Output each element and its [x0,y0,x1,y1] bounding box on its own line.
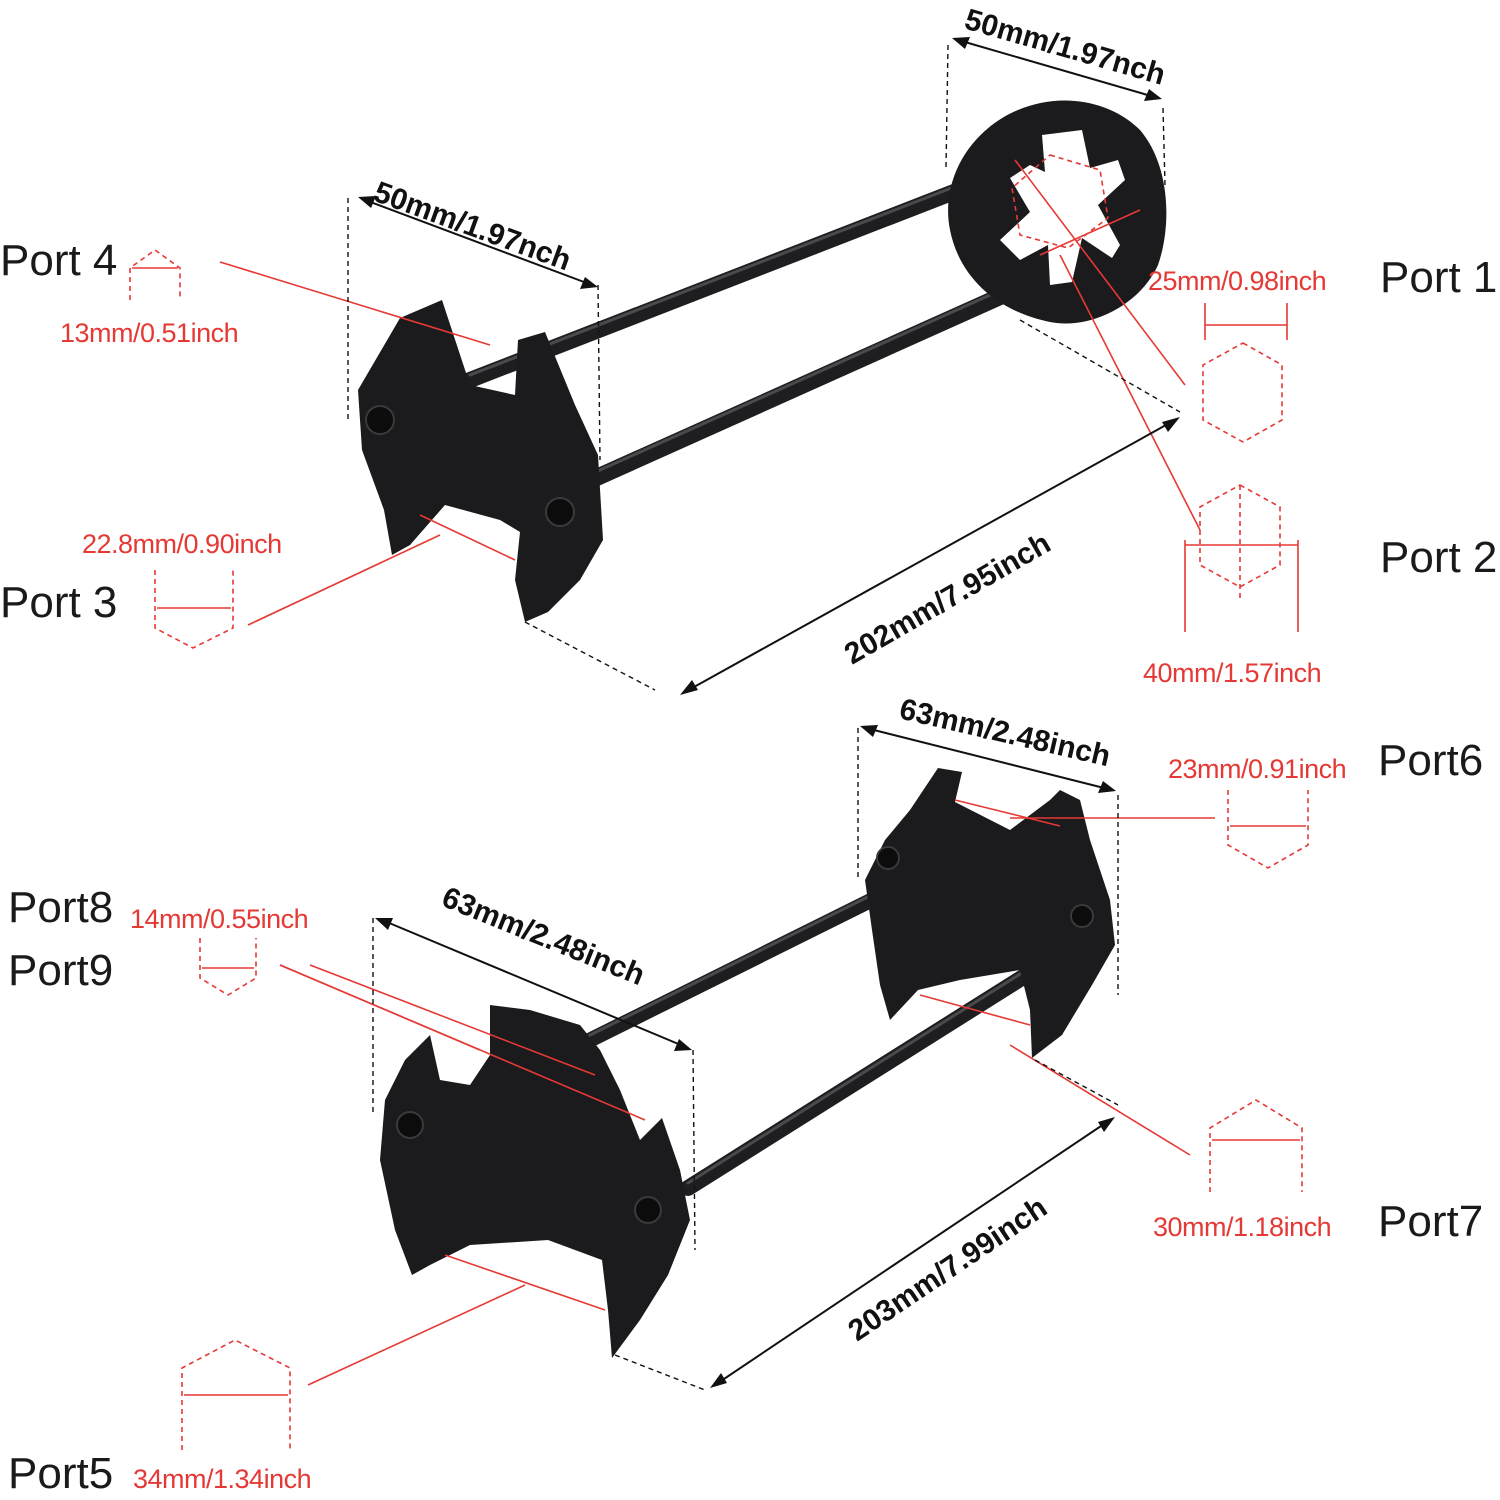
top-rod-upper [462,170,998,388]
port2-size: 40mm/1.57inch [1143,658,1321,688]
port7-size: 30mm/1.18inch [1153,1212,1331,1242]
port2-hex-icon [1184,484,1299,632]
port8-size: 14mm/0.55inch [130,904,308,934]
top-width-right-label: 50mm/1.97nch [961,3,1169,92]
bottom-wrench-tool [279,768,1215,1386]
port1-size: 25mm/0.98inch [1148,266,1326,296]
bottom-width-right-label: 63mm/2.48inch [896,693,1113,774]
top-head-bolt-left [365,405,395,435]
bottom-width-left-label: 63mm/2.48inch [437,881,649,992]
port5-size: 34mm/1.34inch [133,1464,311,1494]
top-length-label: 202mm/7.95inch [839,527,1056,671]
port7-label: Port7 [1378,1197,1483,1246]
port8-label: Port8 [8,883,113,932]
port6-label: Port6 [1378,736,1483,785]
bottom-back-head [865,768,1115,1058]
top-dimension-lines [347,37,1181,695]
bottom-length-label: 203mm/7.99inch [842,1191,1053,1348]
top-head-bolt-right [545,497,575,527]
port8-hex-icon [199,938,257,996]
top-width-left-label: 50mm/1.97nch [370,176,576,278]
port4-hex-icon [129,249,181,300]
top-wrench-tool [219,100,1201,622]
port3-size: 22.8mm/0.90inch [82,529,282,559]
port5-label: Port5 [8,1449,113,1498]
port5-hex-icon [181,1339,291,1450]
port2-label: Port 2 [1380,533,1497,582]
bottom-front-head [380,1005,690,1358]
port3-hex-icon [154,534,441,649]
port4-label: Port 4 [0,236,117,285]
port6-hex-icon [1227,790,1309,869]
top-wrench-head [219,261,603,622]
port3-label: Port 3 [0,578,117,627]
port6-size: 23mm/0.91inch [1168,754,1346,784]
port1-label: Port 1 [1380,253,1497,302]
top-round-plate [948,100,1201,531]
bottom-dimension-lines [372,725,1119,1391]
port9-label: Port9 [8,946,113,995]
port1-hex-icon [1202,303,1288,443]
port4-size: 13mm/0.51inch [60,318,238,348]
port7-hex-icon [1209,1099,1303,1192]
